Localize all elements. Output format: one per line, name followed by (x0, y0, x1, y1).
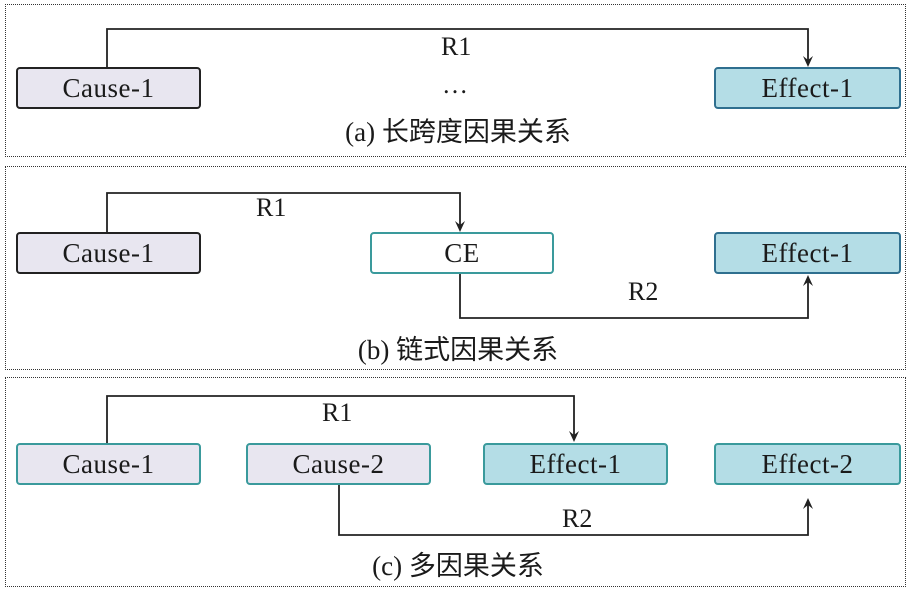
panel-c-cause-2-box: Cause-2 (246, 443, 431, 485)
panel-b-effect-box: Effect-1 (714, 232, 901, 274)
panel-a-frame (5, 4, 906, 157)
panel-b-relation-2-label: R2 (628, 277, 659, 306)
arrow-b-r2 (459, 273, 809, 319)
panel-a-relation-label: R1 (441, 32, 472, 61)
panel-b-relation-1-label: R1 (256, 193, 287, 222)
panel-c-cause-1-box: Cause-1 (16, 443, 201, 485)
arrow-c-r2 (338, 484, 809, 536)
panel-c-effect-2-box: Effect-2 (714, 443, 901, 485)
panel-c-caption: (c) 多因果关系 (372, 551, 544, 581)
panel-c-relation-1-label: R1 (322, 398, 353, 427)
panel-c-relation-2-label: R2 (562, 504, 593, 533)
arrow-c-r1 (106, 395, 575, 443)
arrow-b-r1 (106, 192, 461, 232)
panel-b-ce-box: CE (370, 232, 554, 274)
panel-b-cause-box: Cause-1 (16, 232, 201, 274)
panel-a-effect-box: Effect-1 (714, 67, 901, 109)
panel-b-caption: (b) 链式因果关系 (357, 335, 559, 365)
arrow-a-r1 (106, 28, 809, 67)
panel-a-ellipsis: … (442, 70, 468, 99)
panel-b-frame (5, 166, 906, 370)
panel-a-caption: (a) 长跨度因果关系 (345, 117, 571, 147)
panel-c-frame (5, 377, 906, 587)
panel-c-effect-1-box: Effect-1 (483, 443, 668, 485)
panel-a-cause-box: Cause-1 (16, 67, 201, 109)
